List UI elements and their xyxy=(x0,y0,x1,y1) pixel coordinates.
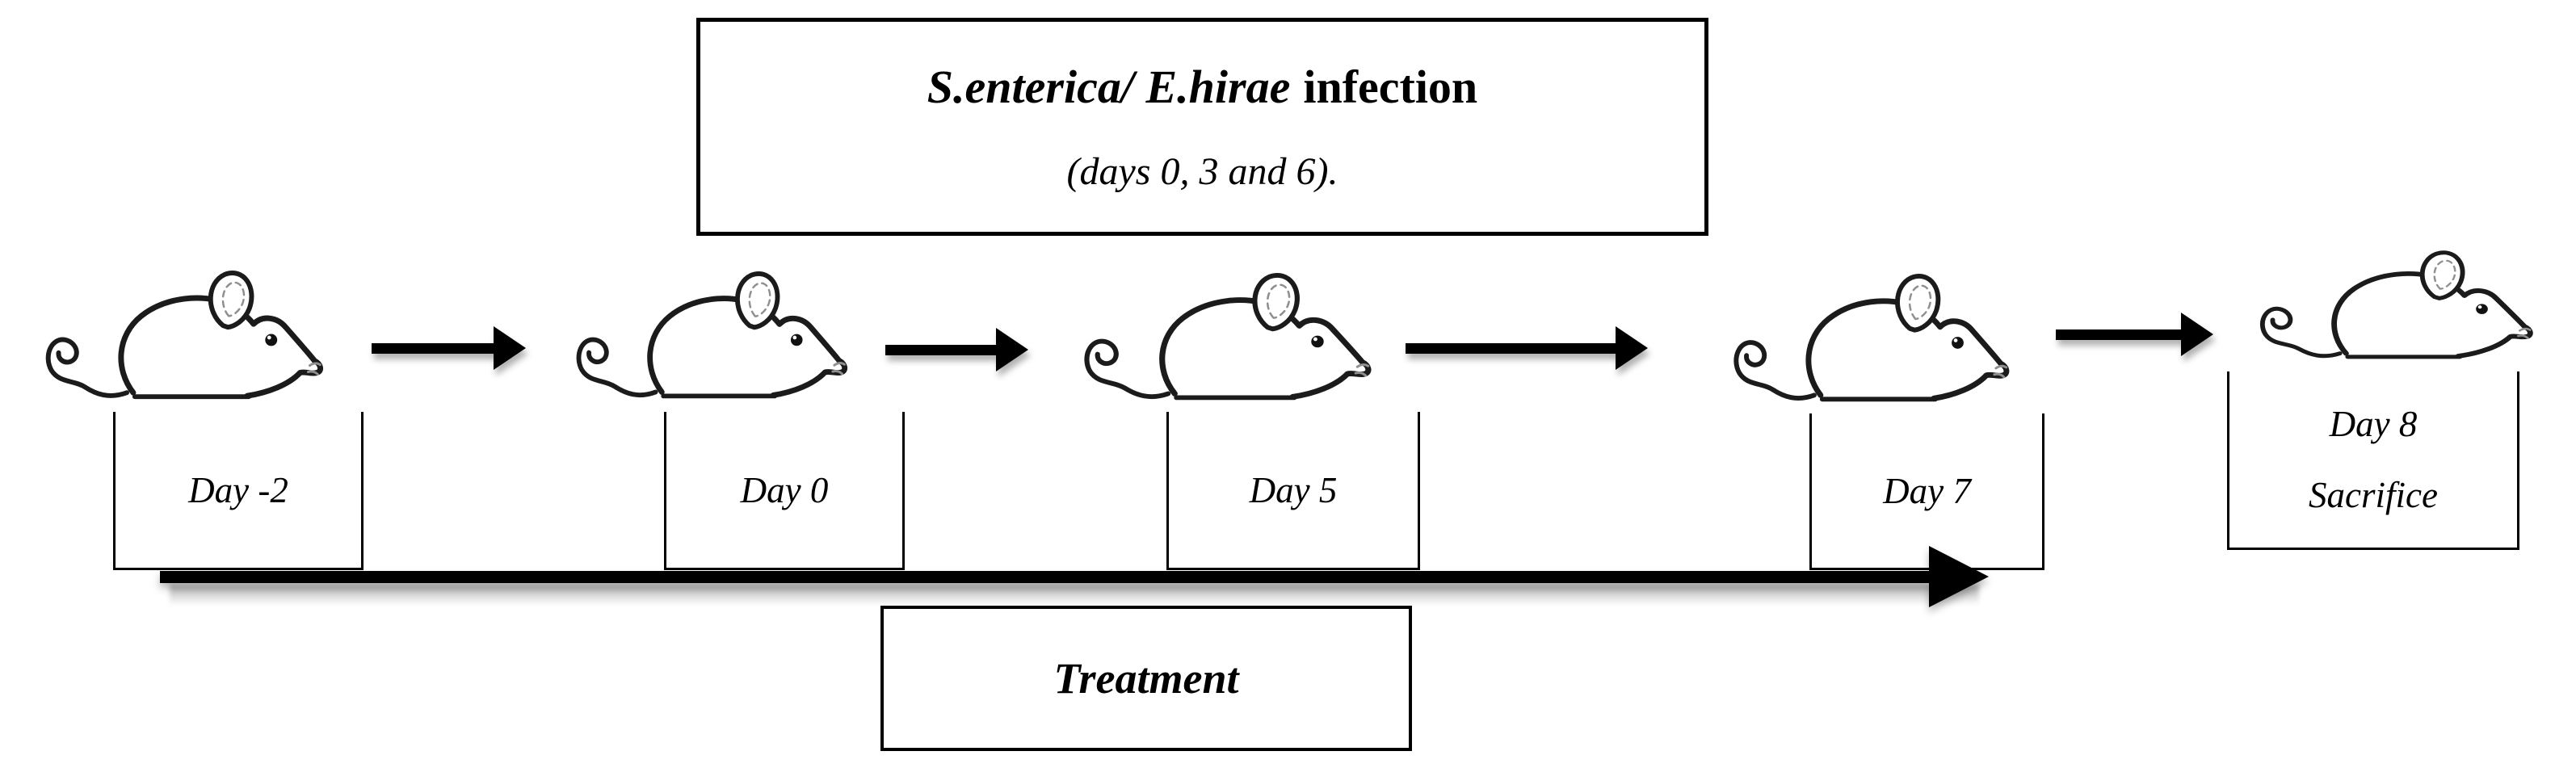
day-5-box: Day 5 xyxy=(1166,412,1420,570)
arrow-head-icon xyxy=(1929,546,1989,607)
arrow-shaft xyxy=(885,344,996,355)
sacrifice-label: Sacrifice xyxy=(2309,475,2438,515)
day-0-box: Day 0 xyxy=(664,412,905,570)
mouse-icon xyxy=(6,266,359,410)
arrow-head-icon xyxy=(996,328,1028,371)
arrow-shaft xyxy=(2056,329,2181,340)
day-label: Day -2 xyxy=(188,469,288,510)
flow-arrow xyxy=(1406,326,1648,370)
flow-arrow xyxy=(372,326,526,370)
mouse-icon xyxy=(1695,270,2045,413)
infection-title-word: infection xyxy=(1303,61,1478,113)
arrow-shaft xyxy=(160,570,1929,583)
arrow-shaft xyxy=(1406,342,1616,354)
treatment-arrow xyxy=(160,546,1989,607)
flow-arrow xyxy=(885,328,1028,371)
day-label: Day 8 xyxy=(2329,404,2418,444)
arrow-shaft xyxy=(372,342,494,354)
day-label: Day 5 xyxy=(1249,469,1338,510)
flow-arrow xyxy=(2056,313,2213,356)
day-minus2-box: Day -2 xyxy=(113,412,363,570)
arrow-head-icon xyxy=(1616,326,1648,370)
treatment-arrow-shadow xyxy=(170,585,1979,609)
mouse-icon xyxy=(2221,247,2569,368)
mouse-icon xyxy=(538,267,883,409)
day-7-box: Day 7 xyxy=(1809,413,2044,570)
arrow-head-icon xyxy=(2181,313,2213,356)
day-8-sacrifice-box: Day 8 Sacrifice xyxy=(2227,371,2519,550)
infection-title-species: S.enterica/ E.hirae xyxy=(927,61,1291,113)
mouse-icon xyxy=(1044,269,1409,411)
arrow-head-icon xyxy=(494,326,526,370)
treatment-box: Treatment xyxy=(880,606,1412,751)
day-label: Day 7 xyxy=(1883,470,1971,511)
infection-subtitle: (days 0, 3 and 6). xyxy=(1066,150,1338,193)
day-label: Day 0 xyxy=(740,469,829,510)
treatment-label: Treatment xyxy=(1053,654,1239,703)
